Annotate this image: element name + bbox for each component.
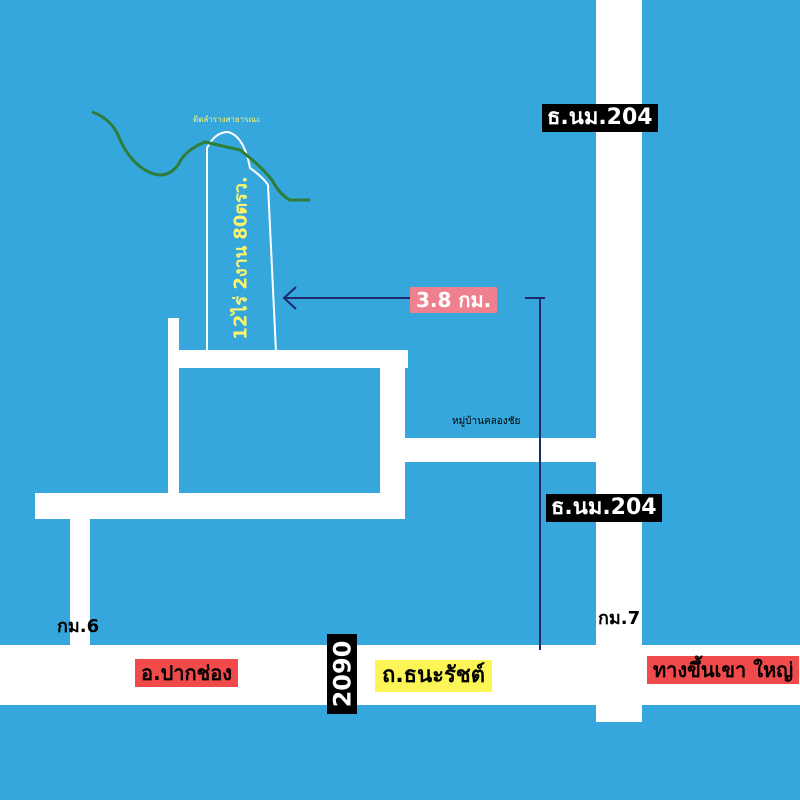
route-arrow-head [282, 286, 297, 310]
khao-yai-label: ทางขึ้นเขา ใหญ่ [647, 656, 800, 684]
road-loop-left [168, 318, 179, 498]
road-204-upper-label: ธ.นม.204 [542, 104, 658, 132]
road-loop-top [168, 350, 408, 368]
route-line [282, 286, 545, 650]
road-lower-lane [35, 493, 405, 519]
road-loop-right [380, 350, 405, 518]
hwy-2090-label: 2090 [327, 634, 357, 714]
route-distance-label: 3.8 กม. [410, 287, 498, 313]
public-stream-line [91, 110, 310, 202]
road-204-lower-label: ธ.นม.204 [546, 494, 662, 522]
pak-chong-label: อ.ปากช่อง [135, 659, 238, 687]
thanarat-road-label: ถ.ธนะรัชต์ [375, 660, 492, 692]
km6-marker: กม.6 [57, 616, 100, 637]
road-village-lane [405, 438, 597, 462]
road-km6-branch [70, 510, 90, 650]
land-plot-outline [206, 130, 277, 353]
km7-marker: กม.7 [598, 608, 641, 629]
stream-label: ติดลำรางสาธารณะ [193, 115, 261, 124]
plot-area-label: 12ไร่ 2งาน 80ตรว. [230, 176, 252, 340]
village-label: หมู่บ้านคลองชัย [452, 416, 521, 427]
